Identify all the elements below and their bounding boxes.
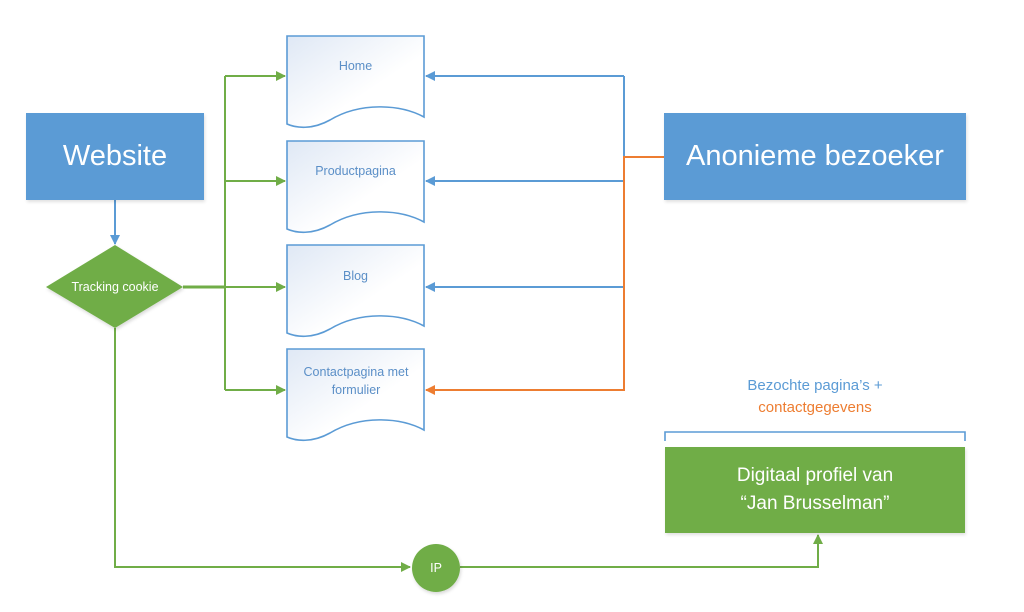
edge-cookie-to-ip	[114, 328, 411, 572]
profile-label-line1: Digitaal profiel van	[736, 465, 894, 486]
anonymous-visitor-node: Anonieme bezoeker	[664, 113, 966, 200]
legend-bracket	[664, 431, 966, 441]
website-node: Website	[26, 113, 204, 200]
doc-productpagina	[286, 140, 425, 234]
edges-cookie-to-pages	[183, 71, 286, 395]
legend-visited-pages: Bezochte pagina’s +	[747, 377, 883, 394]
tracking-cookie-diamond	[46, 245, 183, 328]
anonymous-visitor-label: Anonieme bezoeker	[686, 140, 944, 172]
ip-circle	[412, 544, 460, 592]
edge-ip-to-profile	[460, 534, 823, 568]
profile-label-line2: “Jan Brusselman”	[740, 493, 890, 514]
profile-node: Digitaal profiel van “Jan Brusselman”	[665, 447, 965, 533]
edge-visitor-to-contactpagina	[425, 156, 664, 395]
doc-home	[286, 35, 425, 129]
legend-text: Bezochte pagina’s + contactgegevens	[665, 375, 965, 419]
page-documents	[286, 35, 425, 442]
legend-contact-details: contactgegevens	[758, 399, 872, 416]
doc-contactpagina	[286, 348, 425, 442]
edges-visitor-to-pages	[425, 71, 625, 292]
doc-blog	[286, 244, 425, 338]
website-label: Website	[62, 140, 168, 172]
profile-label: Digitaal profiel van “Jan Brusselman”	[665, 447, 965, 533]
